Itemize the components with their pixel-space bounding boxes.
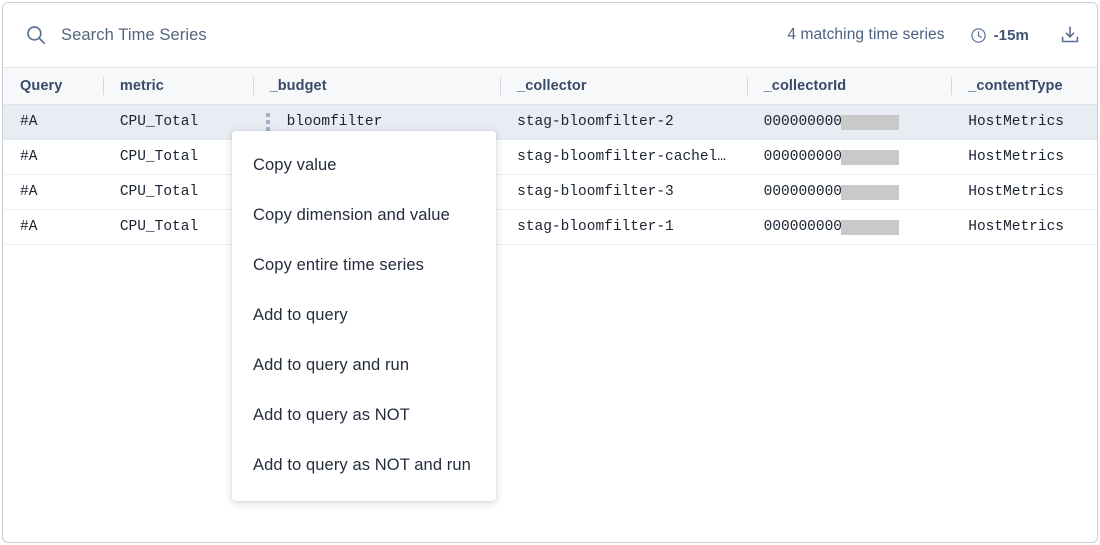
cell-budget[interactable]: bloomfilter [253, 105, 501, 139]
cell-contenttype: HostMetrics [968, 184, 1064, 200]
cell-query: #A [20, 114, 38, 130]
cell-collector: stag-bloomfilter-1 [517, 219, 674, 235]
column-header-budget[interactable]: _budget [252, 68, 501, 104]
cell-query: #A [20, 149, 38, 165]
column-header-collectorid[interactable]: _collectorId [746, 68, 952, 104]
column-header-query[interactable]: Query [20, 78, 63, 94]
table-row[interactable]: #A CPU_Total stag-bloomfilter-cachel… 00… [3, 140, 1097, 175]
search-icon [25, 24, 47, 46]
context-menu: Copy value Copy dimension and value Copy… [232, 131, 496, 501]
cell-collector: stag-bloomfilter-2 [517, 114, 674, 130]
clock-icon [970, 27, 987, 44]
toolbar: 4 matching time series -15m [3, 3, 1097, 67]
time-range-selector[interactable]: -15m [970, 27, 1029, 44]
cell-collectorid: 000000000 [747, 105, 952, 139]
table-row[interactable]: #A CPU_Total bloomfilter stag-bloomfilte… [3, 105, 1097, 140]
cell-contenttype: HostMetrics [968, 149, 1064, 165]
row-kebab-icon[interactable] [261, 110, 275, 134]
column-header-collector[interactable]: _collector [500, 68, 747, 104]
cell-collectorid-value: 000000000 [763, 114, 842, 130]
cell-collectorid: 000000000 [747, 140, 952, 174]
time-range-label: -15m [993, 26, 1029, 44]
cell-budget-value: bloomfilter [286, 114, 383, 130]
redaction-block [840, 184, 899, 200]
cell-collector: stag-bloomfilter-cachel… [517, 149, 726, 165]
toolbar-right: 4 matching time series -15m [787, 24, 1081, 46]
redaction-block [840, 219, 899, 235]
redaction-block [840, 114, 899, 130]
cell-metric: CPU_Total [119, 184, 199, 200]
table-header-row: Query metric _budget _collector _collect… [3, 67, 1097, 105]
column-header-metric[interactable]: metric [102, 68, 253, 104]
search-input[interactable] [61, 25, 541, 45]
download-icon[interactable] [1029, 24, 1081, 46]
search-area [25, 24, 787, 46]
column-header-contenttype[interactable]: _contentType [951, 68, 1097, 104]
cell-collectorid-value: 000000000 [763, 219, 842, 235]
cell-collectorid-value: 000000000 [763, 184, 842, 200]
menu-item-add-to-query[interactable]: Add to query [253, 305, 348, 324]
cell-contenttype: HostMetrics [968, 114, 1064, 130]
menu-item-copy-entire-time-series[interactable]: Copy entire time series [253, 255, 425, 274]
menu-item-add-to-query-and-run[interactable]: Add to query and run [253, 355, 410, 374]
cell-collector: stag-bloomfilter-3 [517, 184, 674, 200]
match-count-label: 4 matching time series [787, 26, 945, 43]
menu-item-add-to-query-as-not-and-run[interactable]: Add to query as NOT and run [253, 455, 471, 474]
cell-query: #A [20, 219, 38, 235]
cell-collectorid-value: 000000000 [763, 149, 842, 165]
cell-collectorid: 000000000 [747, 175, 952, 209]
menu-item-add-to-query-as-not[interactable]: Add to query as NOT [253, 405, 410, 424]
cell-metric: CPU_Total [119, 114, 199, 130]
table-row[interactable]: #A CPU_Total stag-bloomfilter-1 00000000… [3, 210, 1097, 245]
cell-query: #A [20, 184, 38, 200]
time-series-table: Query metric _budget _collector _collect… [3, 67, 1097, 245]
menu-item-copy-value[interactable]: Copy value [253, 155, 337, 174]
table-row[interactable]: #A CPU_Total stag-bloomfilter-3 00000000… [3, 175, 1097, 210]
cell-metric: CPU_Total [119, 219, 199, 235]
cell-metric: CPU_Total [119, 149, 199, 165]
menu-item-copy-dimension-and-value[interactable]: Copy dimension and value [253, 205, 450, 224]
redaction-block [840, 149, 899, 165]
cell-contenttype: HostMetrics [968, 219, 1064, 235]
cell-collectorid: 000000000 [747, 210, 952, 244]
